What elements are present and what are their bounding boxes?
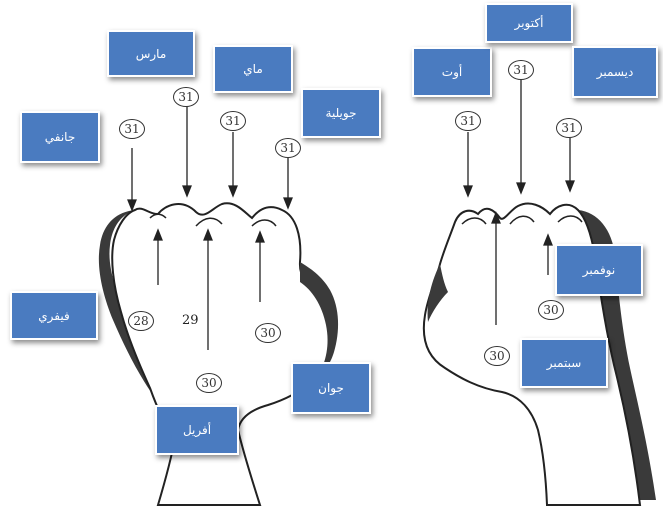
days-oct: 31 — [508, 60, 534, 80]
month-box-jul: جويلية — [301, 88, 381, 138]
month-box-dec: ديسمبر — [572, 46, 658, 98]
month-box-sep: سبتمبر — [520, 338, 608, 388]
month-box-apr: أفريل — [155, 405, 239, 455]
days-jan: 31 — [119, 119, 145, 139]
left-fist — [98, 202, 339, 506]
days-apr: 30 — [196, 373, 222, 393]
days-feb-alt: 29 — [182, 313, 199, 328]
days-sep: 30 — [484, 346, 510, 366]
month-box-aug: أوت — [412, 47, 492, 97]
days-feb: 28 — [128, 311, 154, 331]
days-aug: 31 — [455, 111, 481, 131]
month-box-feb: فيفري — [10, 291, 98, 340]
gap-arrows — [153, 211, 553, 350]
month-box-jan: جانفي — [20, 111, 100, 163]
month-box-jun: جوان — [291, 362, 371, 414]
days-nov: 30 — [538, 300, 564, 320]
days-may: 31 — [220, 111, 246, 131]
days-dec: 31 — [556, 118, 582, 138]
month-box-nov: نوفمبر — [555, 244, 643, 296]
month-box-may: ماي — [213, 45, 293, 93]
month-box-oct: أكتوبر — [485, 3, 573, 43]
days-mar: 31 — [173, 87, 199, 107]
days-jun: 30 — [255, 323, 281, 343]
month-box-mar: مارس — [107, 30, 195, 77]
days-jul: 31 — [275, 138, 301, 158]
knuckle-arrows — [127, 80, 575, 212]
